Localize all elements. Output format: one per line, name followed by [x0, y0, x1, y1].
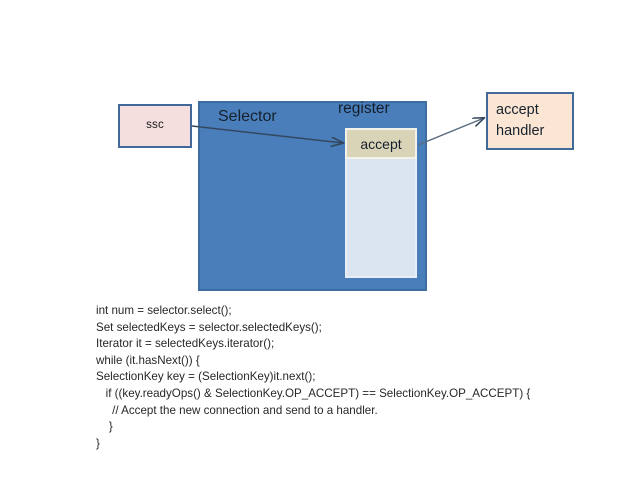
code-line: Set selectedKeys = selector.selectedKeys…	[96, 320, 322, 334]
code-line: Iterator it = selectedKeys.iterator();	[96, 337, 275, 351]
code-line: }	[96, 436, 100, 450]
accept-handler-label-line1: accept	[496, 102, 539, 118]
accept-handler-node: accept handler	[486, 92, 574, 150]
code-block: int num = selector.select(); Set selected…	[96, 303, 566, 452]
code-line: }	[96, 420, 113, 434]
code-line: // Accept the new connection and send to…	[96, 403, 378, 417]
arrow-accept-to-handler	[417, 118, 484, 146]
code-line: SelectionKey key = (SelectionKey)it.next…	[96, 370, 316, 384]
ssc-label: ssc	[146, 119, 164, 132]
code-line: int num = selector.select();	[96, 304, 232, 317]
accept-key-cell: accept	[345, 128, 417, 159]
code-line: if ((key.readyOps() & SelectionKey.OP_AC…	[96, 386, 531, 400]
selector-label: Selector	[218, 108, 277, 125]
ssc-node: ssc	[118, 104, 192, 148]
accept-key-label: accept	[360, 135, 402, 152]
register-label: register	[338, 100, 390, 117]
code-line: while (it.hasNext()) {	[96, 353, 200, 367]
accept-handler-label-line2: handler	[496, 123, 545, 140]
